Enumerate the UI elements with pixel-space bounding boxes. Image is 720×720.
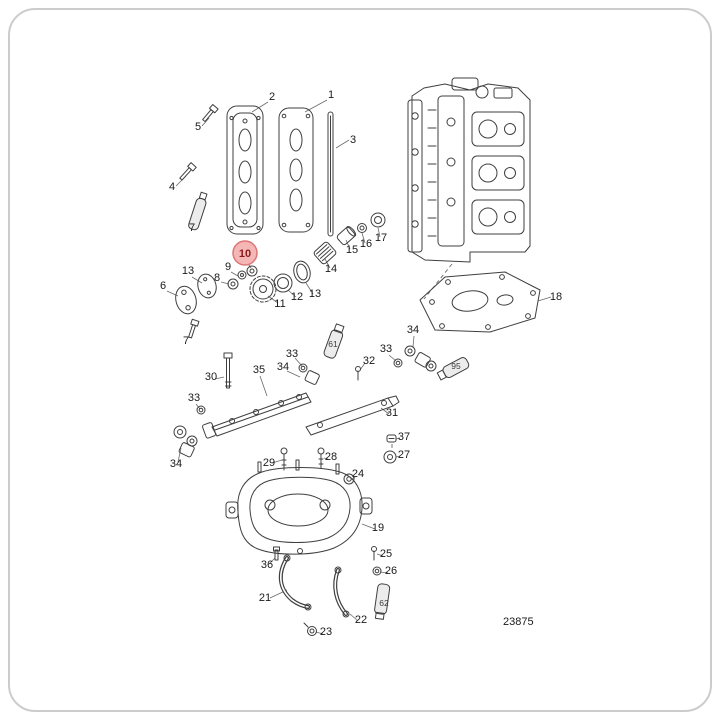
cover-gasket — [278, 107, 314, 233]
callout-30[interactable]: 30 — [205, 371, 217, 383]
callout-28[interactable]: 28 — [325, 451, 337, 463]
callout-21[interactable]: 21 — [259, 592, 271, 604]
callout-12[interactable]: 12 — [291, 291, 303, 303]
assembly-dash-lines — [391, 263, 453, 452]
block-gasket-18 — [419, 271, 541, 333]
callout-16[interactable]: 16 — [360, 238, 372, 250]
callout-34[interactable]: 34 — [170, 458, 182, 470]
callout-33[interactable]: 33 — [286, 348, 298, 360]
callout-10[interactable]: 10 — [239, 248, 251, 260]
screw-7-lower — [188, 318, 200, 339]
callout-14[interactable]: 14 — [325, 263, 337, 275]
bushing-34-mid — [304, 370, 320, 385]
rotor-10 — [246, 265, 258, 277]
screw-28 — [317, 447, 325, 469]
adhesive-tube-62 — [374, 583, 391, 620]
callout-4[interactable]: 4 — [169, 181, 175, 193]
ring-12 — [273, 273, 293, 293]
callout-32[interactable]: 32 — [363, 355, 375, 367]
callout-24[interactable]: 24 — [352, 468, 364, 480]
callout-18[interactable]: 18 — [550, 291, 562, 303]
clip-37 — [386, 434, 397, 443]
callout-5[interactable]: 5 — [195, 121, 201, 133]
highlight-circle — [232, 240, 258, 266]
callout-3[interactable]: 3 — [350, 134, 356, 146]
callout-8[interactable]: 8 — [214, 272, 220, 284]
callout-17[interactable]: 17 — [375, 232, 387, 244]
callout-33[interactable]: 33 — [380, 343, 392, 355]
mounting-rail-35 — [202, 392, 312, 439]
callout-34[interactable]: 34 — [407, 324, 419, 336]
callout-27[interactable]: 27 — [398, 449, 410, 461]
washer-33-right — [393, 358, 403, 368]
callout-62: 62 — [379, 598, 389, 608]
adapter-plate-19 — [225, 459, 373, 555]
callout-95: 95 — [451, 361, 461, 371]
callout-9[interactable]: 9 — [225, 261, 231, 273]
callout-22[interactable]: 22 — [355, 614, 367, 626]
divider-strip — [327, 111, 334, 237]
callout-19[interactable]: 19 — [372, 522, 384, 534]
callout-13[interactable]: 13 — [309, 288, 321, 300]
hose-21 — [278, 554, 312, 611]
washer-16 — [357, 223, 367, 233]
callout-25[interactable]: 25 — [380, 548, 392, 560]
washer-26 — [372, 566, 382, 576]
washer-33-mid — [298, 363, 308, 373]
plunger-15 — [336, 226, 357, 246]
mount-stack-34-right — [404, 345, 437, 372]
callout-2[interactable]: 2 — [269, 91, 275, 103]
grease-tube-7-upper — [188, 191, 208, 231]
pump-plate-6 — [175, 285, 197, 315]
clamp-23 — [303, 622, 317, 636]
drive-gear-11 — [249, 275, 277, 303]
callout-37[interactable]: 37 — [398, 431, 410, 443]
washer-8 — [227, 278, 239, 290]
bolt-30 — [223, 352, 233, 389]
callout-11[interactable]: 11 — [274, 298, 285, 310]
stud-36 — [273, 546, 280, 561]
washer-9 — [237, 270, 247, 280]
callout-7[interactable]: 7 — [189, 222, 195, 234]
callout-15[interactable]: 15 — [346, 244, 358, 256]
screw-32 — [355, 366, 361, 381]
engine-block — [407, 77, 531, 263]
screw-25 — [371, 546, 377, 561]
callout-31[interactable]: 31 — [386, 407, 398, 419]
callout-34[interactable]: 34 — [277, 361, 289, 373]
lubricant-tube-95 — [436, 357, 470, 381]
screw-29 — [280, 447, 288, 471]
bolt-5 — [202, 104, 219, 123]
hose-22 — [333, 566, 350, 618]
bolt-4 — [179, 162, 197, 181]
sealant-tube-61 — [323, 323, 345, 359]
grommet-27 — [383, 450, 397, 464]
callout-36[interactable]: 36 — [261, 559, 273, 571]
callout-7[interactable]: 7 — [183, 335, 189, 347]
callout-13[interactable]: 13 — [182, 265, 194, 277]
page-frame — [8, 8, 712, 712]
bracket-arm-31 — [305, 395, 400, 436]
callout-26[interactable]: 26 — [385, 565, 397, 577]
callout-61: 61 — [328, 339, 338, 349]
spring-14 — [313, 241, 337, 265]
callout-6[interactable]: 6 — [160, 280, 166, 292]
exhaust-cover-plate — [226, 105, 264, 235]
callout-1[interactable]: 1 — [328, 89, 334, 101]
seal-17 — [370, 212, 386, 228]
mount-stack-34-left — [173, 425, 198, 458]
callout-35[interactable]: 35 — [253, 364, 265, 376]
callout-23[interactable]: 23 — [320, 626, 332, 638]
callout-33[interactable]: 33 — [188, 392, 200, 404]
washer-33-left — [196, 405, 206, 415]
pump-gasket-13 — [197, 273, 217, 299]
drawing-part-number: 23875 — [503, 616, 534, 628]
callout-29[interactable]: 29 — [263, 457, 275, 469]
oval-gasket-13b — [293, 260, 311, 284]
